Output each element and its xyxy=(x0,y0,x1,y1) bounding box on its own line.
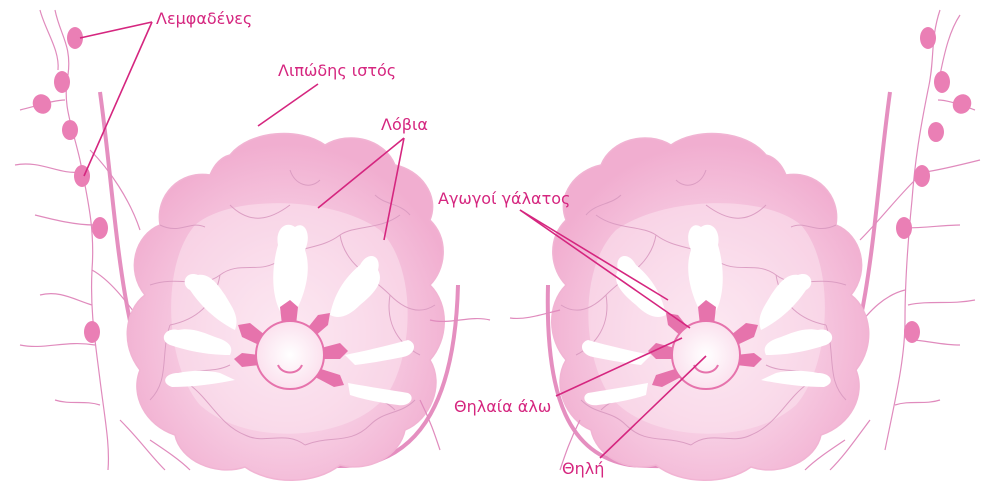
fatty-tissue-label: Λιπώδης ιστός xyxy=(278,62,396,80)
nipple-label: Θηλή xyxy=(562,460,604,478)
fatty-tissue-leader xyxy=(258,84,318,126)
milk-ducts-label: Αγωγοί γάλατος xyxy=(438,190,570,208)
right-breast xyxy=(510,10,980,480)
lymph-nodes-leader-2 xyxy=(84,22,152,176)
lymph-nodes-label: Λεμφαδένες xyxy=(156,10,252,28)
lymph-nodes-leader-1 xyxy=(80,22,152,38)
left-breast xyxy=(15,10,490,480)
right-lymph-nodes xyxy=(896,27,975,343)
lobules-label: Λόβια xyxy=(381,116,428,134)
areola-label: Θηλαία άλω xyxy=(454,398,551,416)
